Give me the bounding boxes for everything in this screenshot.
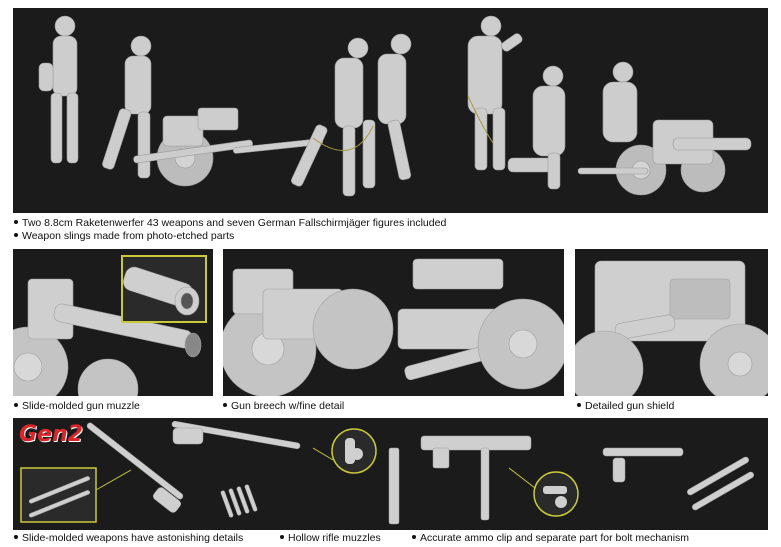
figure-7: [602, 61, 638, 143]
bullet-icon: [14, 535, 18, 540]
gun-shield-render: [575, 260, 768, 396]
gun-2: [577, 119, 752, 196]
weapons-panel: Gen2: [13, 418, 768, 530]
caption-weapon-slings: Weapon slings made from photo-etched par…: [14, 230, 234, 243]
caption-breech: Gun breech w/fine detail: [223, 400, 344, 413]
weapons-render: [20, 420, 754, 525]
gen2-logo: Gen2: [19, 422, 83, 447]
bullet-icon: [223, 403, 227, 408]
figure-4: [362, 33, 412, 189]
gun-muzzle-render: [13, 278, 202, 396]
bullet-icon: [14, 403, 18, 408]
figures-scene: [38, 15, 752, 197]
caption-muzzle: Slide-molded gun muzzle: [14, 400, 140, 413]
breech-panel: [223, 249, 564, 396]
figures-panel: [13, 8, 768, 213]
muzzle-closeup-inset: [121, 255, 207, 323]
figure-1: [38, 15, 79, 164]
caption-weapons: Slide-molded weapons have astonishing de…: [14, 532, 243, 545]
bullet-icon: [412, 535, 416, 540]
bullet-icon: [280, 535, 284, 540]
caption-hollow-muzzles: Hollow rifle muzzles: [280, 532, 381, 545]
bullet-icon: [14, 220, 18, 225]
caption-ammo-clip: Accurate ammo clip and separate part for…: [412, 532, 689, 545]
gun-1: [133, 107, 324, 187]
figure-3: [291, 37, 369, 197]
bullet-icon: [577, 403, 581, 408]
bullet-icon: [14, 233, 18, 238]
figure-6: [507, 65, 566, 190]
caption-figures-included: Two 8.8cm Raketenwerfer 43 weapons and s…: [14, 217, 446, 230]
gun-breech-render: [223, 258, 564, 396]
muzzle-panel: [13, 249, 213, 396]
caption-shield: Detailed gun shield: [577, 400, 674, 413]
shield-panel: [575, 249, 768, 396]
figure-5: [467, 15, 523, 171]
